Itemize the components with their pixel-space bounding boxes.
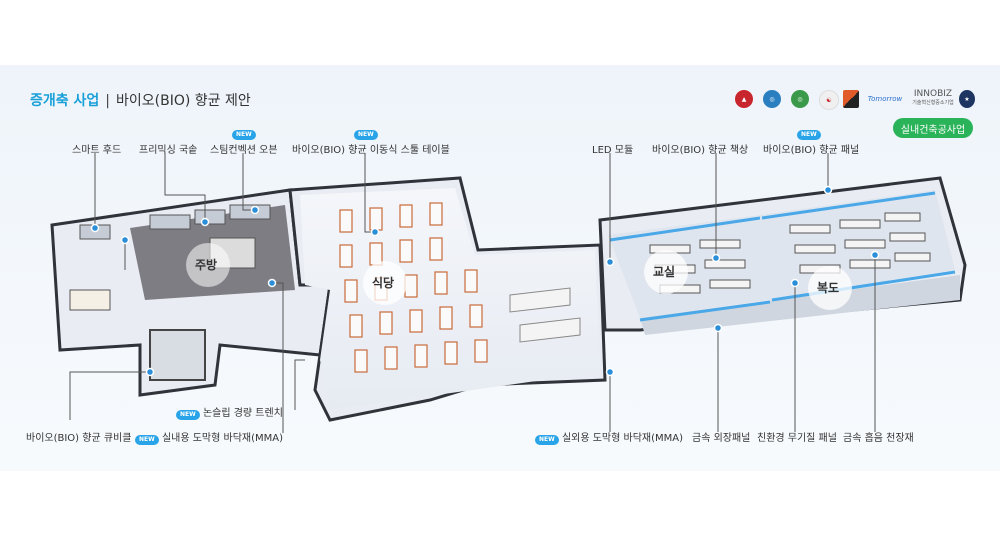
new-badge: NEW <box>354 130 378 140</box>
new-badge: NEW <box>232 130 256 140</box>
color-blocks-logo <box>843 90 859 108</box>
label-indoor-mma-text: 실내용 도막형 바닥재(MMA) <box>161 433 283 444</box>
label-nonslip-trench-text: 논슬립 경량 트렌치 <box>202 408 283 419</box>
classroom-glow <box>644 250 688 294</box>
bio-panel-strips <box>609 191 956 322</box>
title-separator: | <box>105 93 110 109</box>
new-badge: NEW <box>176 410 200 420</box>
label-steam-oven: 스팀컨벡션 오븐 <box>210 145 278 156</box>
construction-license-badge: 실내건축공사업 <box>893 118 973 138</box>
label-ceiling: 금속 흡음 천장재 <box>843 433 914 444</box>
page-title: 증개축 사업 | 바이오(BIO) 향균 제안 <box>30 90 251 110</box>
new-badge: NEW <box>797 130 821 140</box>
label-metal-panel: 금속 외장패널 <box>692 433 751 444</box>
hallway-glow <box>808 266 852 310</box>
green-circle-logo: ◎ <box>791 90 809 108</box>
room-label-classroom: 교실 <box>653 265 676 279</box>
korea-flag-logo: ☯ <box>819 90 839 110</box>
label-smart-hood: 스마트 후드 <box>72 145 122 156</box>
room-label-kitchen: 주방 <box>195 258 218 272</box>
label-eco-panel: 친환경 무기질 패널 <box>757 433 837 444</box>
kitchen-glow <box>186 243 230 287</box>
label-led-module: LED 모듈 <box>592 145 634 156</box>
room-label-hallway: 복도 <box>817 281 840 295</box>
label-bio-cubicle: 바이오(BIO) 향균 큐비클 <box>26 433 132 444</box>
title-rest: 바이오(BIO) 향균 제안 <box>116 93 251 109</box>
label-nonslip-trench: NEW 논슬립 경량 트렌치 <box>176 404 283 420</box>
room-label-cafeteria: 식당 <box>372 276 395 290</box>
blue-circle-logo: ◎ <box>763 90 781 108</box>
red-emblem-logo: ▲ <box>735 90 753 108</box>
innobiz-text: INNOBIZ <box>913 89 953 99</box>
cafeteria-tables <box>339 202 488 373</box>
navy-emblem-logo: ★ <box>959 90 975 108</box>
label-outdoor-mma: NEW 실외용 도막형 바닥재(MMA) <box>535 429 683 445</box>
cubicle-room <box>149 329 206 381</box>
innobiz-subtext: 기술혁신형중소기업 <box>912 100 954 106</box>
label-indoor-mma: NEW 실내용 도막형 바닥재(MMA) <box>135 429 283 445</box>
label-bio-panel: 바이오(BIO) 향균 패널 <box>763 145 860 156</box>
certification-logos: ▲ ◎ ◎ ☯ Tomorrow INNOBIZ 기술혁신형중소기업 ★ <box>735 90 975 110</box>
label-bio-desk: 바이오(BIO) 향균 책상 <box>652 145 749 156</box>
label-outdoor-mma-text: 실외용 도막형 바닥재(MMA) <box>561 433 683 444</box>
kitchen-equipment <box>69 204 271 311</box>
cafeteria-glow <box>363 261 407 305</box>
serving-counters <box>509 287 581 343</box>
new-badge: NEW <box>135 435 159 445</box>
label-premixing-pot: 프리믹싱 국솥 <box>139 145 198 156</box>
leader-dots <box>90 185 880 377</box>
title-accent: 증개축 사업 <box>30 93 100 109</box>
label-bio-stool-table: 바이오(BIO) 향균 이동식 스툴 테이블 <box>292 145 450 156</box>
new-badge: NEW <box>535 435 559 445</box>
hallway-floor <box>640 275 960 335</box>
innobiz-logo: INNOBIZ 기술혁신형중소기업 <box>909 90 957 108</box>
tomorrow-logo: Tomorrow <box>867 95 903 103</box>
classroom-desks <box>649 212 931 294</box>
